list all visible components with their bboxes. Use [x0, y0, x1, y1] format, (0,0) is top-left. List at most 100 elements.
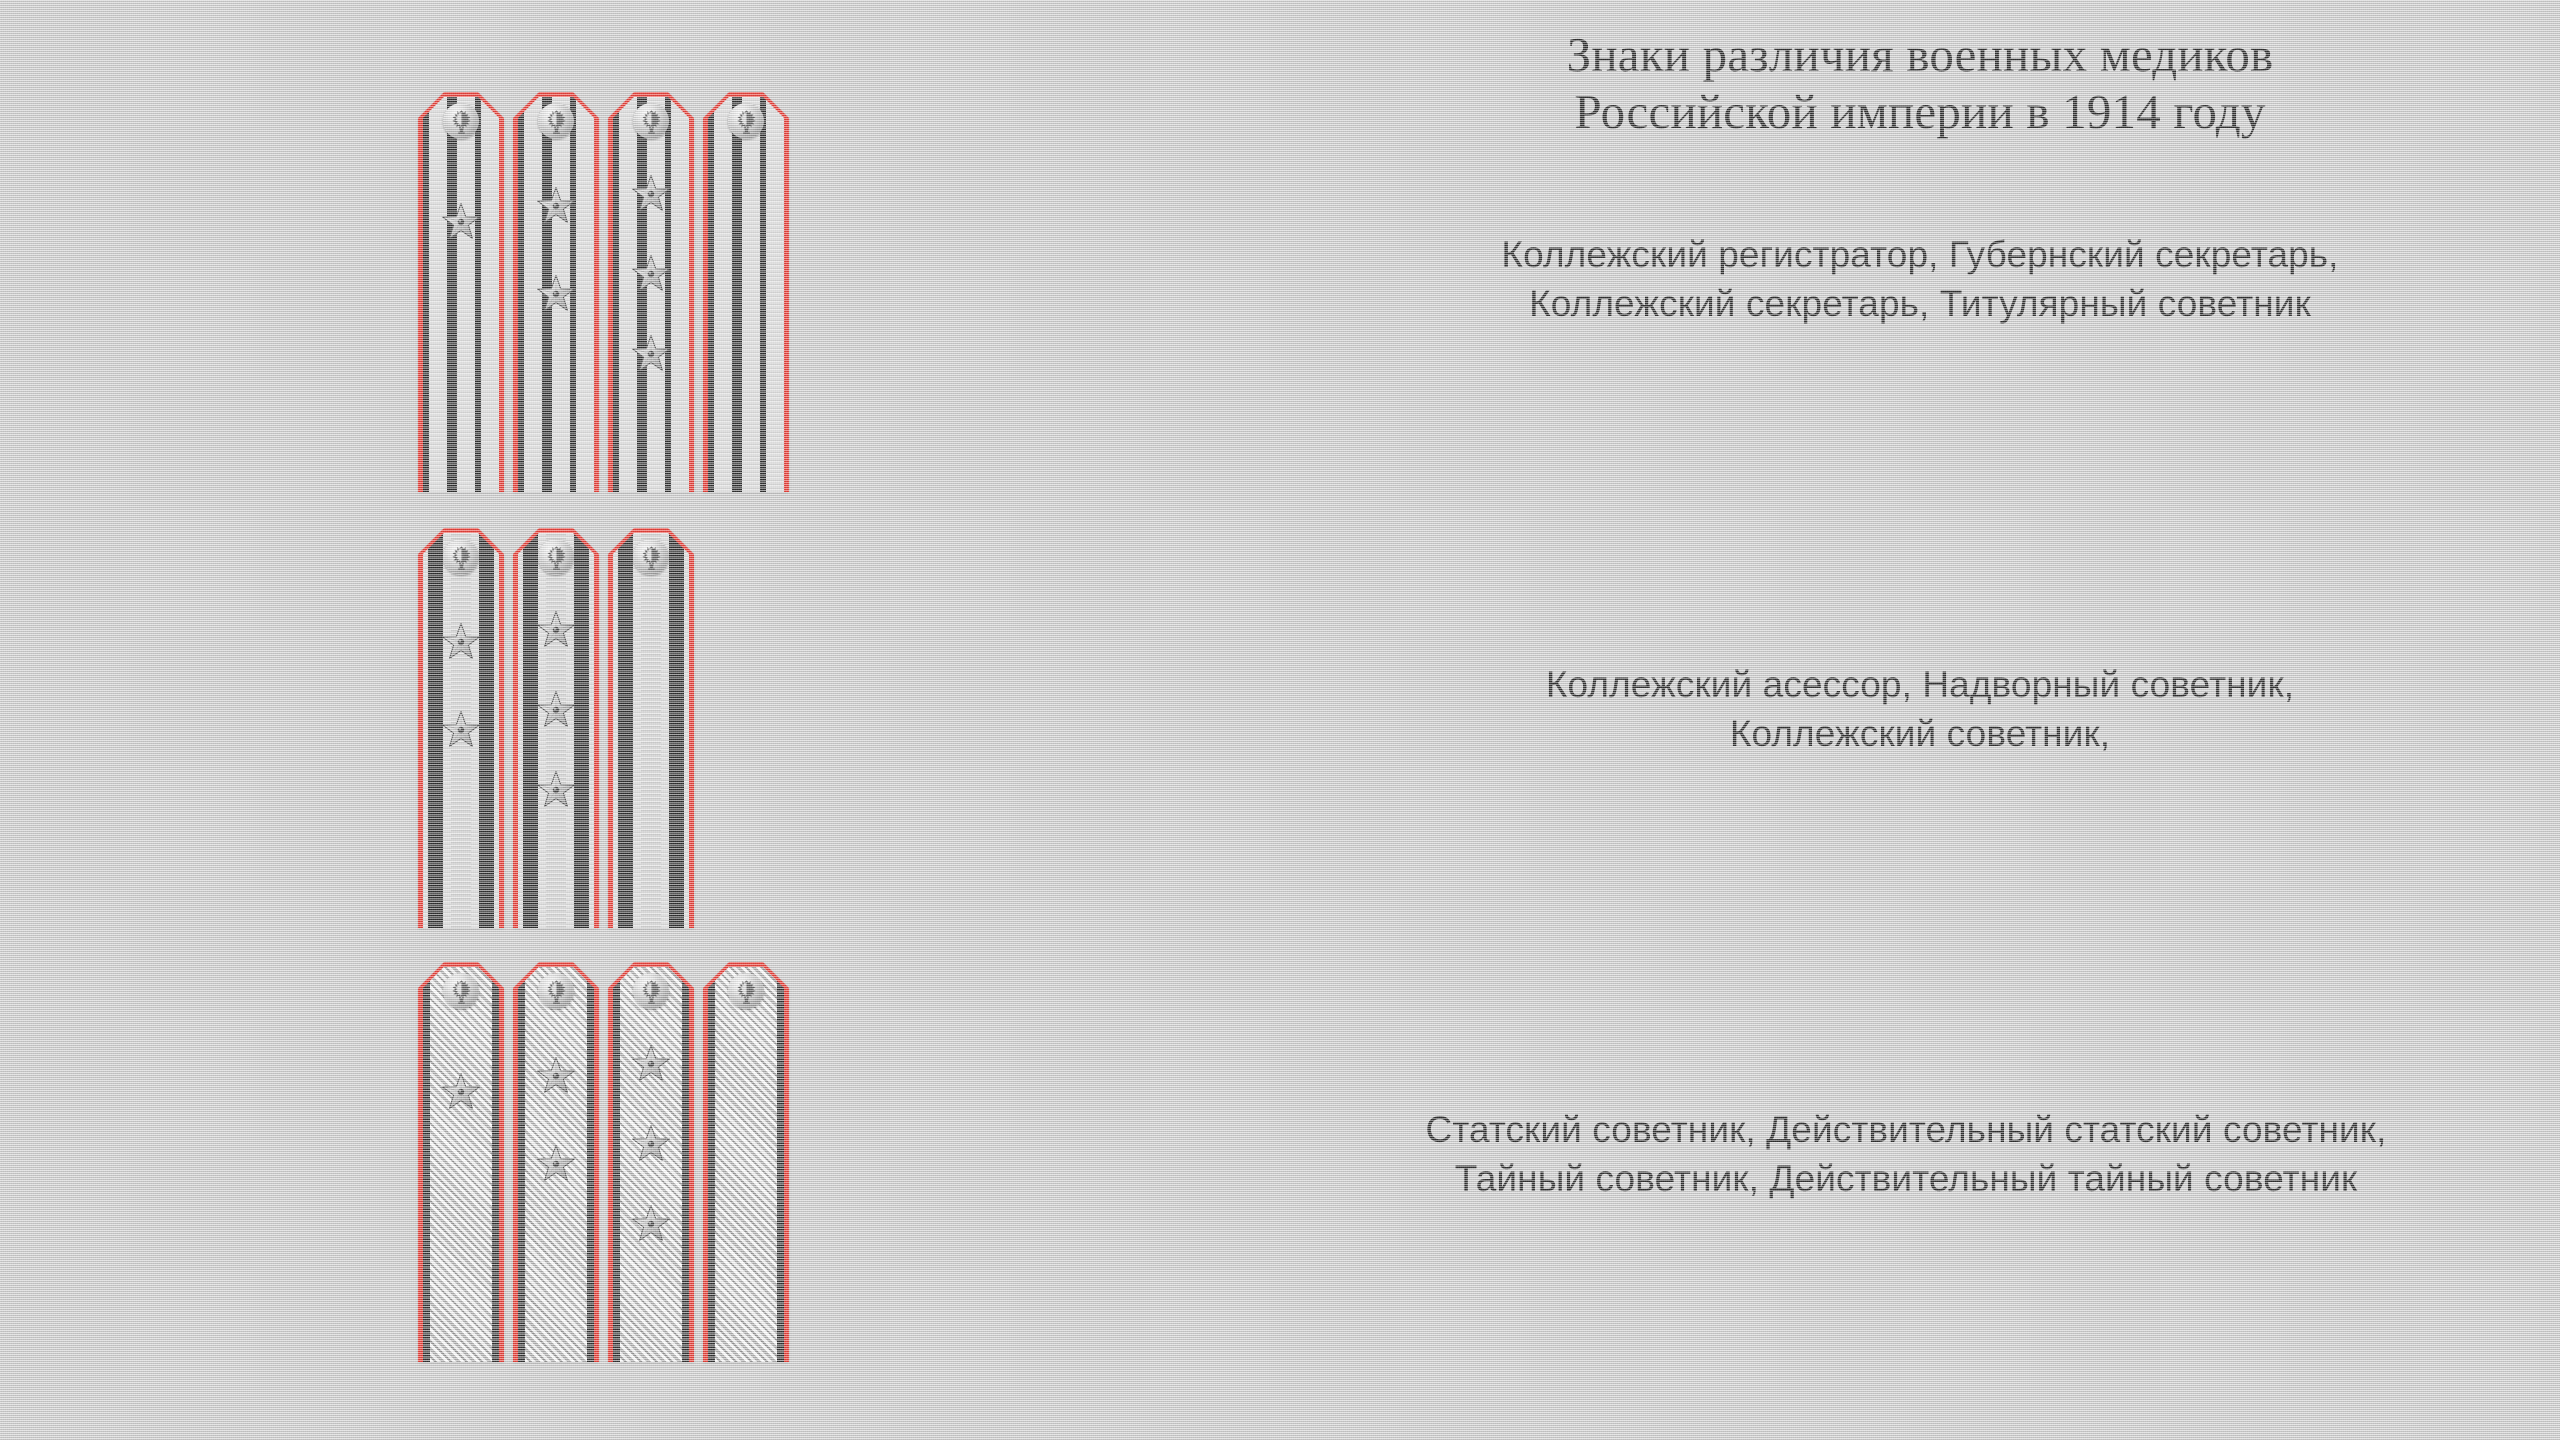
shoulder-board-titulyarnyy-sovetnik: [703, 92, 789, 492]
rank-group-ober-officer: [418, 92, 789, 492]
rank-star-icon-3: [536, 770, 576, 810]
board-galloon-field: [613, 97, 689, 492]
board-stripe-pattern-zigzag-galloon: [613, 967, 689, 1362]
board-stripe-black: [574, 533, 589, 928]
imperial-eagle-button-icon: [538, 539, 574, 575]
board-stripe-blackthin: [492, 967, 499, 1362]
board-stripe-silver: [766, 97, 784, 492]
shoulder-board-kollezhskiy-sovetnik: [608, 528, 694, 928]
rank-group-staff-officer: [418, 528, 694, 928]
shoulder-board-statskiy-sovetnik: [418, 962, 504, 1362]
board-stripe-black: [732, 97, 742, 492]
text-column: Знаки различия военных медиков Российско…: [1280, 0, 2560, 1440]
board-stripe-silver: [647, 97, 665, 492]
board-stripe-zigzag: [620, 967, 682, 1362]
board-galloon-field: [518, 533, 594, 928]
imperial-eagle-button-icon: [443, 539, 479, 575]
rank-star-icon-1: [631, 174, 671, 214]
shoulder-board-kollezhskiy-asessor: [418, 528, 504, 928]
caption-group-2: Коллежский асессор, Надворный советник, …: [1545, 664, 2295, 755]
board-galloon-field: [708, 967, 784, 1362]
imperial-eagle-button-icon: [728, 103, 764, 139]
board-stripe-silver: [714, 97, 732, 492]
rank-star-icon-2: [536, 274, 576, 314]
shoulder-board-taynyy-sovetnik: [608, 962, 694, 1362]
board-galloon-field: [423, 967, 499, 1362]
board-stripe-silver: [566, 533, 574, 928]
board-galloon-field: [613, 967, 689, 1362]
board-stripe-pattern-zigzag-galloon: [423, 967, 499, 1362]
shoulder-board-kollezhskiy-registrator: [418, 92, 504, 492]
rank-star-icon-1: [441, 202, 481, 242]
board-stripe-black: [669, 533, 684, 928]
board-stripe-blackthin: [423, 967, 430, 1362]
board-stripe-pattern-two-wide-black-stripes: [518, 533, 594, 928]
board-stripe-blackthin: [587, 967, 594, 1362]
imperial-eagle-button-icon: [728, 973, 764, 1009]
shoulder-board-nadvornyy-sovetnik: [513, 528, 599, 928]
imperial-eagle-button-icon: [633, 539, 669, 575]
imperial-eagle-button-icon: [538, 103, 574, 139]
board-stripe-black: [637, 97, 647, 492]
board-stripe-cord: [546, 533, 566, 928]
rank-star-icon-1: [631, 1044, 671, 1084]
rank-star-icon-1: [441, 1072, 481, 1112]
imperial-eagle-button-icon: [633, 103, 669, 139]
board-stripe-pattern-single-wide-black-center-stripe: [708, 97, 784, 492]
board-stripe-pattern-single-wide-black-center-stripe: [423, 97, 499, 492]
board-stripe-zigzag: [430, 967, 492, 1362]
shoulder-board-kollezhskiy-sekretar: [608, 92, 694, 492]
caption-group-3: Статский советник, Действительный статск…: [1425, 1109, 2387, 1200]
board-stripe-silver: [742, 97, 760, 492]
rank-star-icon-2: [441, 710, 481, 750]
board-stripe-silver: [429, 97, 447, 492]
caption-group-1: Коллежский регистратор, Губернский секре…: [1501, 234, 2339, 325]
board-galloon-field: [423, 97, 499, 492]
rank-star-icon-2: [631, 254, 671, 294]
rank-star-icon-3: [631, 334, 671, 374]
rank-star-icon-2: [536, 1144, 576, 1184]
board-stripe-zigzag: [715, 967, 777, 1362]
board-stripe-silver: [671, 97, 689, 492]
board-stripe-silver: [538, 533, 546, 928]
board-stripe-silver: [457, 97, 475, 492]
board-stripe-black: [479, 533, 494, 928]
rank-star-icon-2: [536, 690, 576, 730]
imperial-eagle-button-icon: [443, 103, 479, 139]
board-stripe-blackthin: [613, 967, 620, 1362]
board-stripe-blackthin: [518, 967, 525, 1362]
board-stripe-black: [447, 97, 457, 492]
imperial-eagle-button-icon: [443, 973, 479, 1009]
rank-star-icon-1: [536, 186, 576, 226]
board-stripe-pattern-two-wide-black-stripes: [613, 533, 689, 928]
board-stripe-pattern-zigzag-galloon: [708, 967, 784, 1362]
rank-star-icon-3: [631, 1204, 671, 1244]
board-stripe-black: [618, 533, 633, 928]
board-stripe-silver: [494, 533, 499, 928]
board-stripe-silver: [633, 533, 641, 928]
rank-star-icon-1: [536, 610, 576, 650]
shoulder-board-gubernskiy-sekretar: [513, 92, 599, 492]
rank-star-icon-1: [441, 622, 481, 662]
page-title: Знаки различия военных медиков Российско…: [1566, 27, 2274, 140]
board-stripe-cord: [641, 533, 661, 928]
rank-group-general: [418, 962, 789, 1362]
rank-star-icon-1: [536, 1056, 576, 1096]
shoulder-board-deystvitelnyy-statskiy-sovetnik: [513, 962, 599, 1362]
board-stripe-silver: [481, 97, 499, 492]
rank-star-icon-2: [631, 1124, 671, 1164]
board-galloon-field: [708, 97, 784, 492]
board-stripe-pattern-single-wide-black-center-stripe: [613, 97, 689, 492]
board-stripe-blackthin: [777, 967, 784, 1362]
board-stripe-silver: [589, 533, 594, 928]
board-stripe-blackthin: [708, 967, 715, 1362]
imperial-eagle-button-icon: [538, 973, 574, 1009]
imperial-eagle-button-icon: [633, 973, 669, 1009]
board-stripe-silver: [684, 533, 689, 928]
board-stripe-silver: [619, 97, 637, 492]
board-stripe-black: [523, 533, 538, 928]
board-stripe-blackthin: [682, 967, 689, 1362]
board-stripe-silver: [576, 97, 594, 492]
board-stripe-silver: [661, 533, 669, 928]
shoulder-board-deystvitelnyy-taynyy-sovetnik: [703, 962, 789, 1362]
